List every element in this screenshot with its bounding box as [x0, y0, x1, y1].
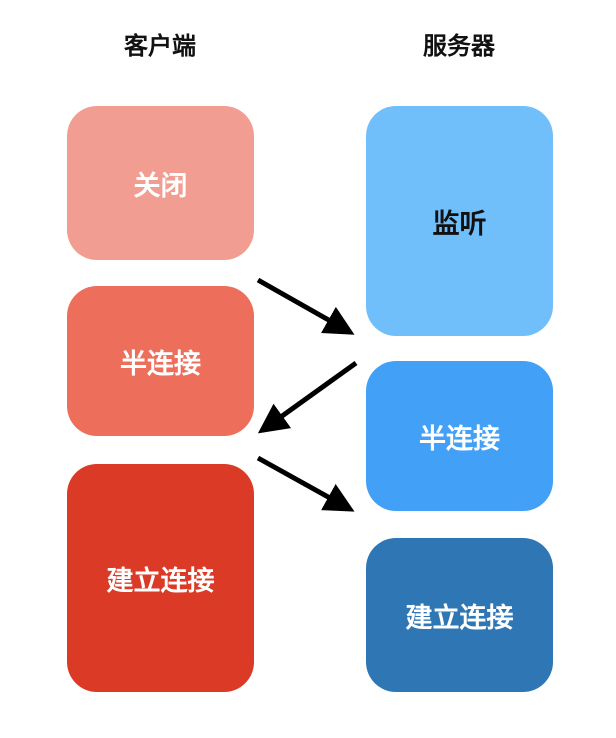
server-state-established-label: 建立连接: [405, 602, 514, 634]
server-state-listen: 监听: [366, 106, 553, 336]
client-state-established: 建立连接: [67, 464, 254, 692]
arrow-client-to-server-ack: [256, 455, 355, 512]
server-column-title: 服务器: [423, 32, 495, 60]
arrow-client-to-server-syn: [256, 277, 355, 335]
client-state-half-open-label: 半连接: [120, 348, 201, 380]
client-column-title: 客户端: [124, 32, 196, 60]
server-state-half-open: 半连接: [366, 361, 553, 511]
client-state-half-open: 半连接: [67, 286, 254, 436]
server-state-half-open-label: 半连接: [419, 423, 500, 455]
client-state-established-label: 建立连接: [106, 565, 215, 597]
client-state-closed: 关闭: [67, 106, 254, 260]
server-state-established: 建立连接: [366, 538, 553, 692]
client-state-closed-label: 关闭: [133, 170, 188, 202]
server-state-listen-label: 监听: [432, 208, 487, 240]
arrow-server-to-client-syn-ack: [257, 360, 358, 434]
